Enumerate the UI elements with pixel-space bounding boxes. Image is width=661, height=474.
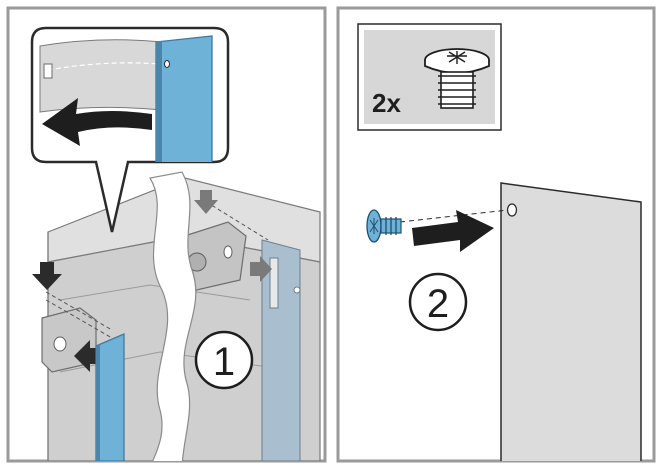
bubble-door-panel xyxy=(156,36,212,168)
screw-hole xyxy=(508,204,517,216)
panel-2: 2x 2 xyxy=(338,8,654,469)
door-panel xyxy=(96,334,124,461)
panel-1: 1 xyxy=(8,8,325,469)
parts-quantity: 2x xyxy=(372,88,401,118)
step-1-number: 1 xyxy=(213,340,235,384)
side-wall-panel xyxy=(501,183,641,469)
step-2-number: 2 xyxy=(427,282,449,326)
door-swing xyxy=(40,40,162,112)
